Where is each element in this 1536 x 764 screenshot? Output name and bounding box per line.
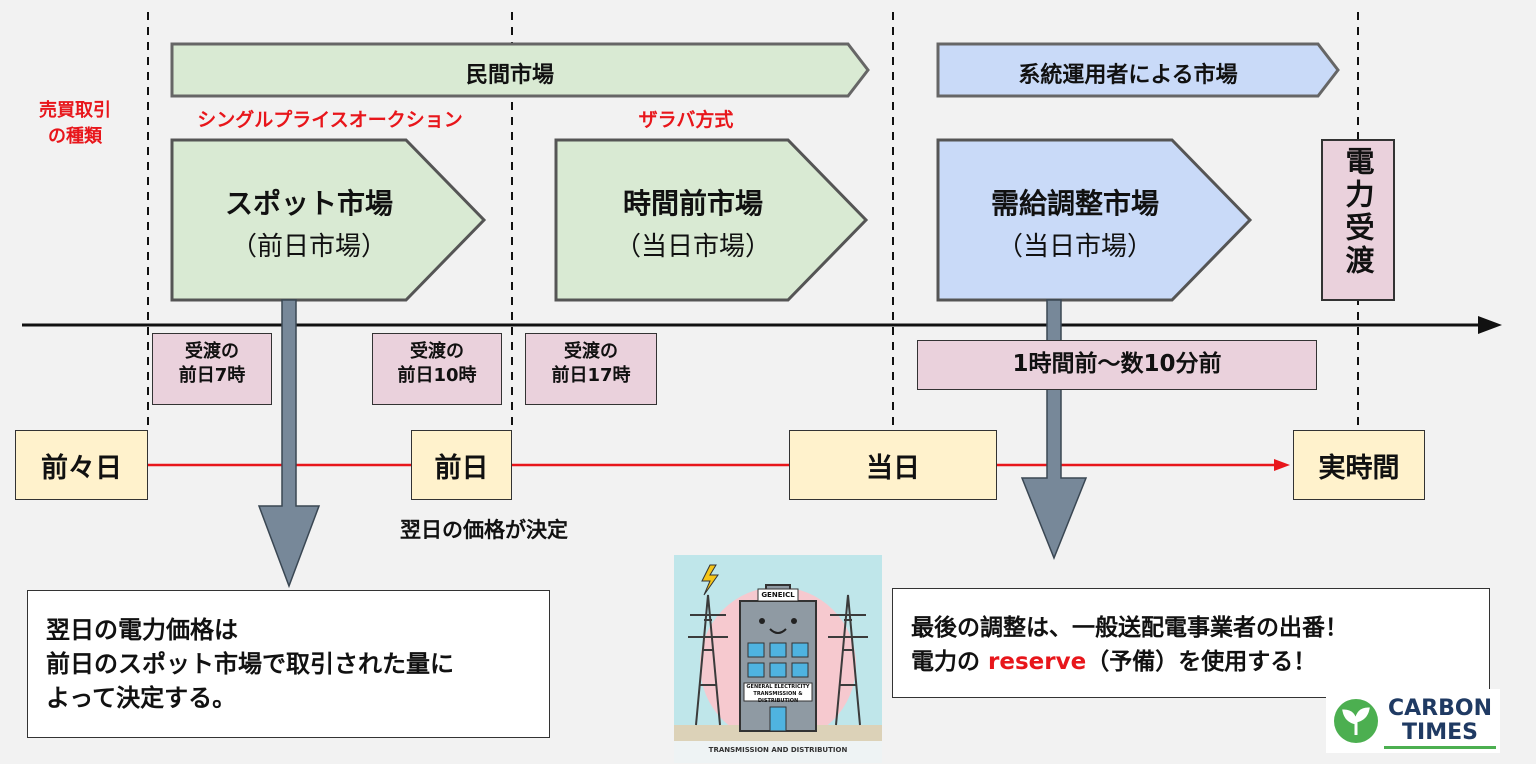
- leaf-icon: [1334, 699, 1378, 743]
- spot-market-sub: （前日市場）: [230, 232, 387, 262]
- note-balancing-line2: 電力の reserve（予備）を使用する！: [911, 645, 1489, 679]
- carbon-times-logo: CARBON TIMES: [1326, 689, 1500, 753]
- note-spot-price-line3: よって決定する。: [46, 684, 237, 712]
- logo-text-line2: TIMES: [1402, 720, 1478, 745]
- auction-type-zaraba: ザラバ方式: [638, 109, 734, 131]
- illustration-sign: GENEICL: [761, 591, 795, 599]
- transmission-illustration: GENEICL GENERAL ELECTRICITY TRANSMISSION…: [674, 555, 882, 763]
- balancing-market-shape: [936, 138, 1253, 302]
- spot-market-title: スポット市場: [224, 187, 393, 220]
- balancing-market-sub: （当日市場）: [996, 232, 1153, 262]
- delivery-box: [1321, 139, 1395, 301]
- balancing-market-title: 需給調整市場: [990, 187, 1159, 220]
- illustration-building-label-line1: GENERAL ELECTRICITY: [746, 684, 810, 690]
- intraday-market-sub: （当日市場）: [614, 232, 771, 262]
- spot-down-arrow: [257, 299, 321, 589]
- time-box-intraday: 受渡の 前日17時: [525, 333, 657, 405]
- note-spot-price-line1: 翌日の電力価格は: [46, 616, 238, 644]
- time-box-intraday-line2: 前日17時: [551, 365, 631, 386]
- delivery-label: 電力受渡: [1341, 146, 1375, 278]
- trade-type-label-line2: の種類: [48, 126, 102, 147]
- banner-operator-text: 系統運用者による市場: [1018, 63, 1238, 88]
- note-balancing-line2-pre: 電力の: [911, 649, 989, 675]
- time-box-spot-line2: 前日7時: [178, 365, 246, 386]
- logo-text-line1: CARBON: [1388, 696, 1492, 721]
- day-box-same-day: 当日: [789, 430, 997, 500]
- trade-type-label: 売買取引 の種類: [20, 98, 130, 150]
- illustration-building-label: GENERAL ELECTRICITY TRANSMISSION & DISTR…: [744, 684, 812, 705]
- time-box-intraday-line1: 受渡の: [564, 341, 618, 362]
- logo-text: CARBON TIMES: [1384, 697, 1496, 745]
- spot-market: スポット市場 （前日市場）: [180, 182, 438, 263]
- note-spot-price-line2: 前日のスポット市場で取引された量に: [46, 650, 454, 678]
- banner-private-shape: [170, 42, 870, 98]
- day-box-real-time: 実時間: [1293, 430, 1425, 500]
- price-decided-label: 翌日の価格が決定: [400, 518, 568, 542]
- time-box-spot-close-line1: 受渡の: [410, 341, 464, 362]
- day-line-arrowhead: [1274, 459, 1290, 471]
- banner-private-text: 民間市場: [465, 63, 554, 88]
- time-box-spot-close-line2: 前日10時: [397, 365, 477, 386]
- reserve-highlight: reserve: [988, 649, 1087, 675]
- intraday-market: 時間前市場 （当日市場）: [564, 182, 822, 263]
- time-box-spot-line1: 受渡の: [185, 341, 239, 362]
- spot-market-shape: [170, 138, 487, 302]
- note-balancing-line2-post: （予備）を使用する！: [1086, 649, 1317, 675]
- tower-icon: [688, 594, 868, 726]
- logo-underline: [1384, 746, 1496, 749]
- illustration-graphic: [674, 555, 882, 763]
- lightning-icon: [701, 564, 719, 596]
- time-box-spot-close: 受渡の 前日10時: [372, 333, 502, 405]
- intraday-market-shape: [554, 138, 869, 302]
- balancing-down-arrow: [1020, 299, 1088, 561]
- note-spot-price: 翌日の電力価格は 前日のスポット市場で取引された量に よって決定する。: [27, 590, 550, 738]
- banner-operator-shape: [936, 42, 1340, 98]
- illustration-building-label-line2: TRANSMISSION & DISTRIBUTION: [753, 691, 803, 704]
- time-box-balancing: 1時間前〜数10分前: [917, 340, 1317, 390]
- day-box-day-before: 前日: [411, 430, 512, 500]
- trade-type-label-line1: 売買取引: [39, 100, 111, 121]
- illustration-caption: TRANSMISSION AND DISTRIBUTION: [708, 746, 848, 754]
- timeline-arrowhead: [1478, 316, 1502, 334]
- note-balancing-line1: 最後の調整は、一般送配電事業者の出番！: [911, 615, 1348, 641]
- note-balancing: 最後の調整は、一般送配電事業者の出番！ 電力の reserve（予備）を使用する…: [892, 588, 1490, 698]
- auction-type-single-price: シングルプライスオークション: [197, 109, 463, 131]
- intraday-market-title: 時間前市場: [622, 187, 763, 220]
- day-box-two-days-before: 前々日: [15, 430, 148, 500]
- balancing-market: 需給調整市場 （当日市場）: [946, 182, 1204, 263]
- time-box-spot: 受渡の 前日7時: [152, 333, 272, 405]
